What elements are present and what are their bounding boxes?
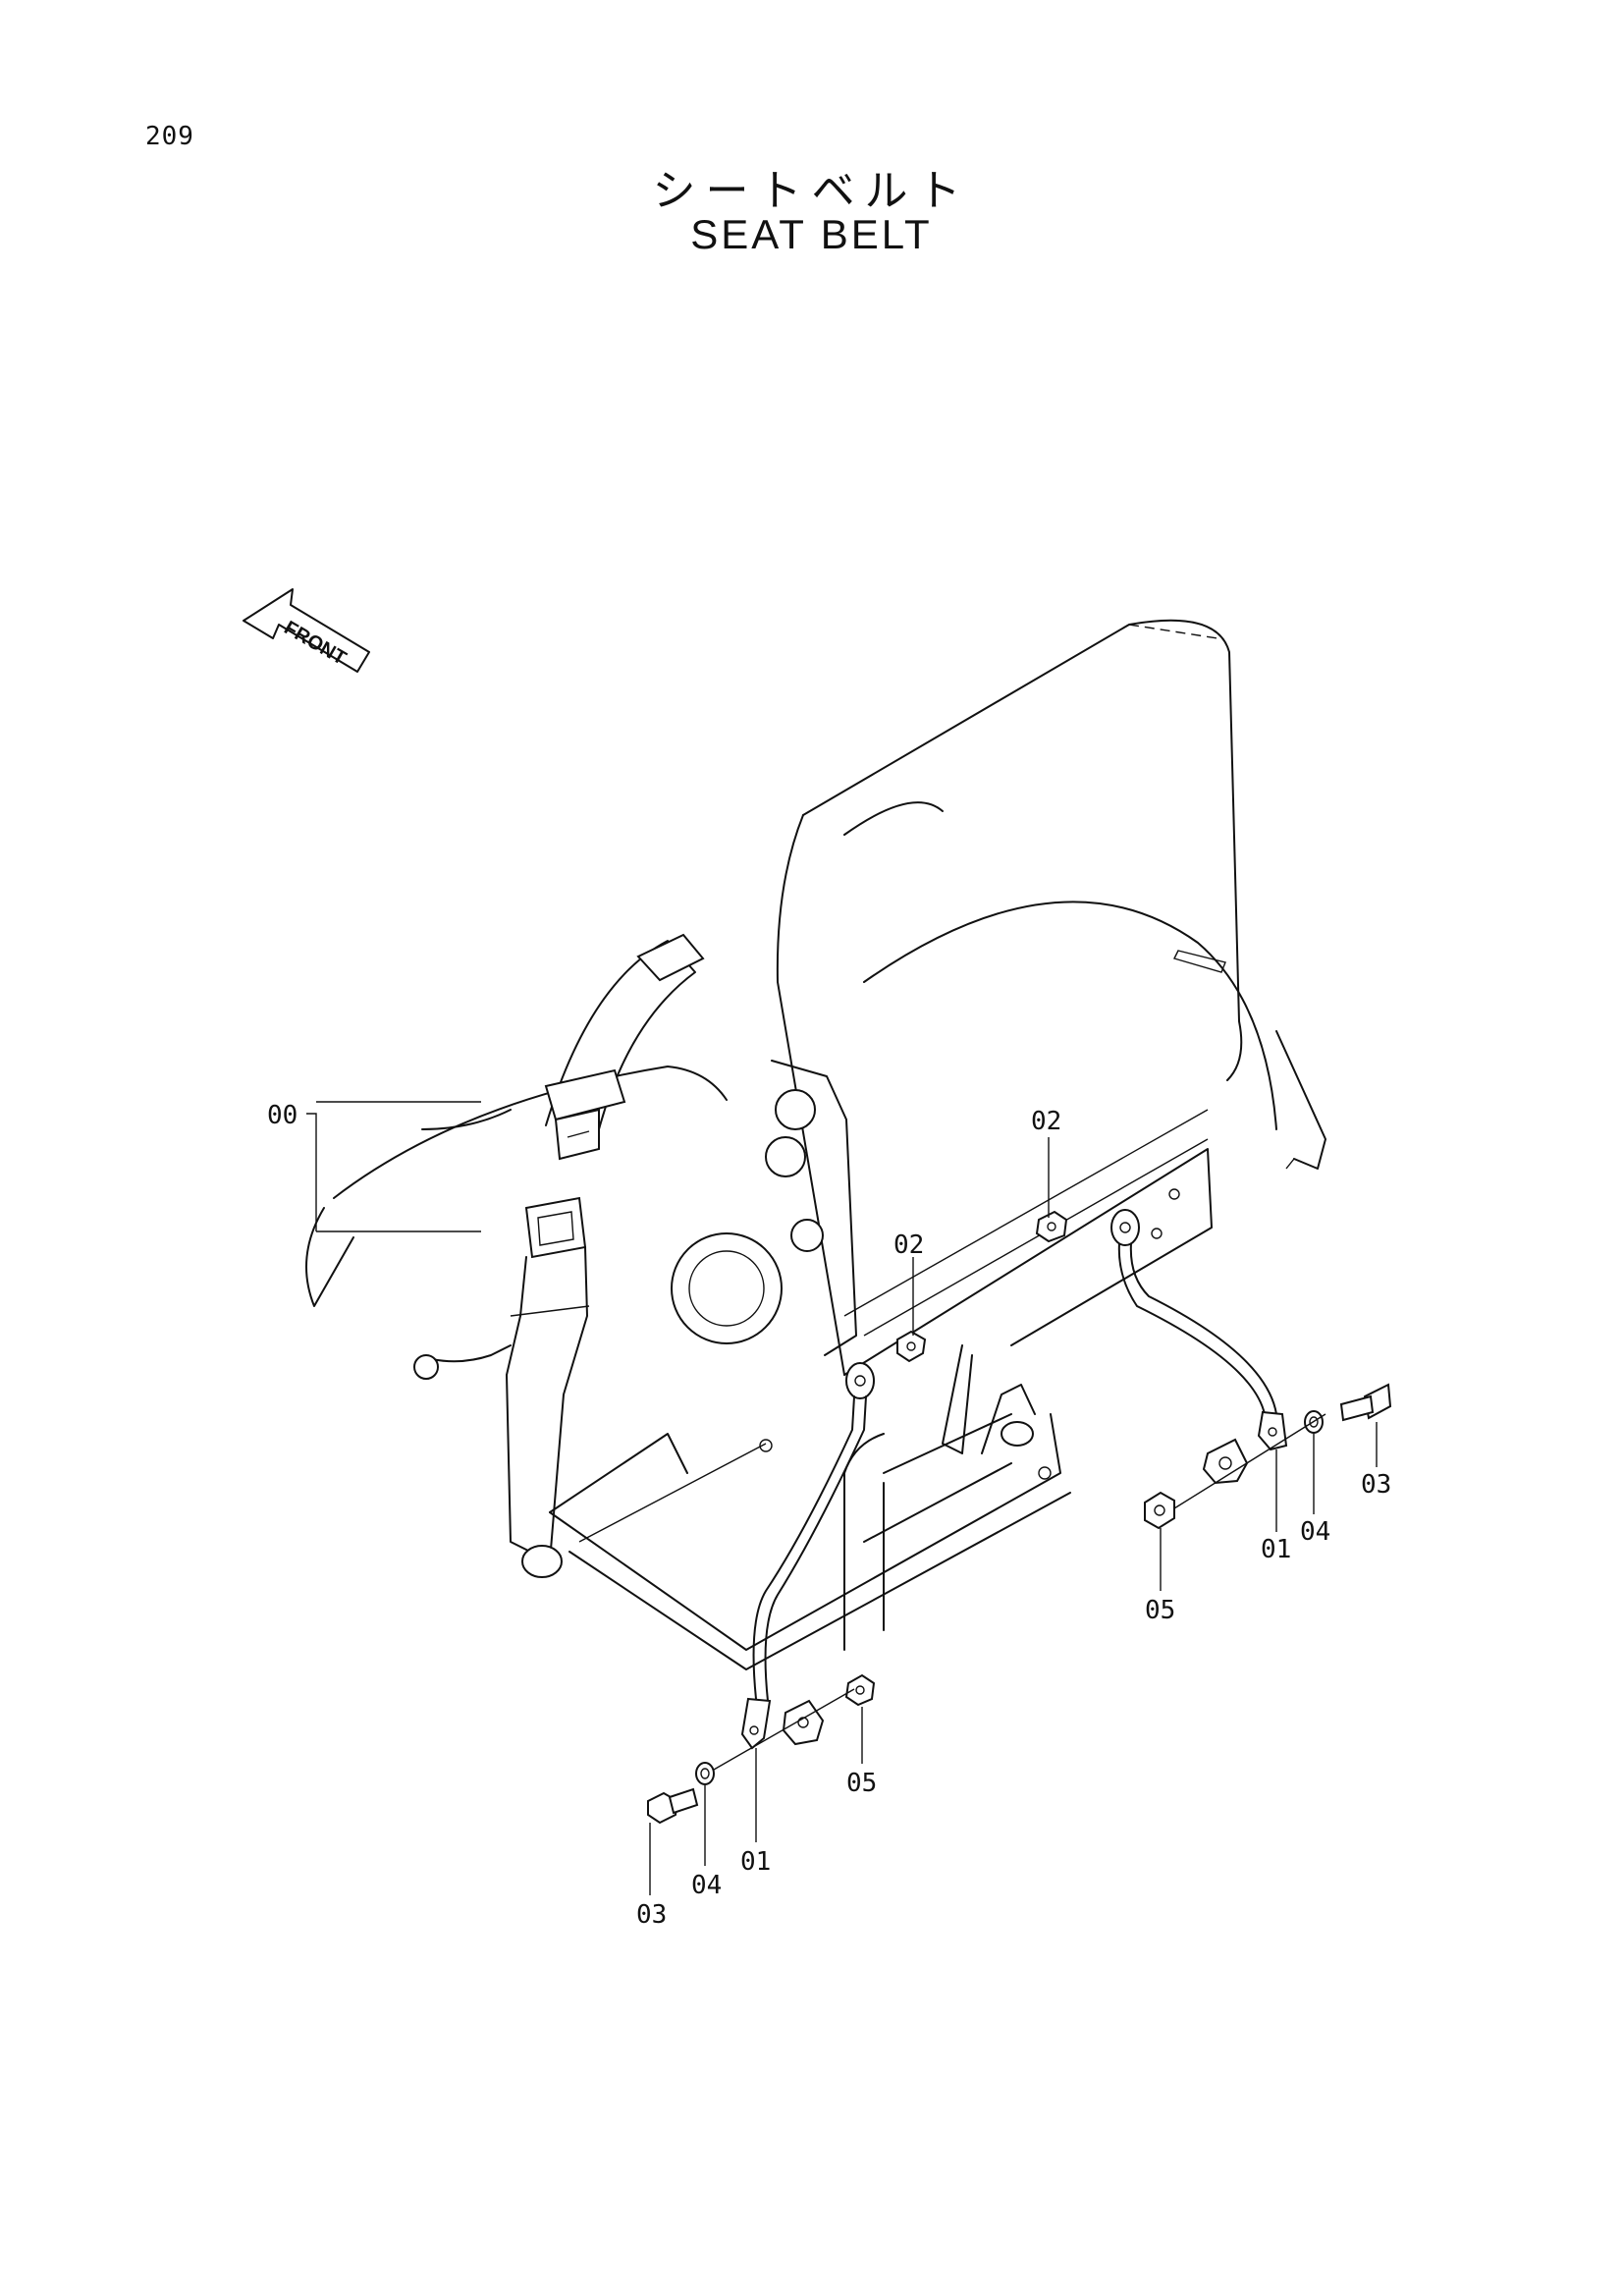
bolt-03-right	[1339, 1394, 1375, 1422]
callout-00: 00	[267, 1101, 298, 1130]
front-arrow-icon: FRONT	[243, 588, 370, 673]
nut-05-right	[1144, 1491, 1175, 1530]
seat-cushion	[305, 1066, 1213, 1452]
suspension-frame	[549, 1344, 1071, 1670]
clamp-01-right	[1202, 1438, 1249, 1485]
hardware-left	[647, 1673, 876, 1825]
callout-04-right: 04	[1300, 1517, 1330, 1547]
callout-03-right: 03	[1361, 1470, 1391, 1500]
callout-02-upper: 02	[1031, 1107, 1061, 1136]
ground-cable-right	[1110, 1209, 1288, 1451]
callout-01-right: 01	[1261, 1535, 1291, 1564]
title-japanese: シートベルト	[652, 166, 971, 216]
nut-02-upper	[1035, 1210, 1068, 1243]
seat-belt-upper-strap	[544, 933, 705, 1161]
hardware-right	[896, 1210, 1392, 1530]
callout-05-right: 05	[1145, 1596, 1175, 1625]
callout-05-left: 05	[846, 1769, 877, 1798]
callout-03-left: 03	[636, 1900, 667, 1930]
callout-02-lower: 02	[893, 1230, 924, 1260]
seat-belt-lower-strap	[413, 1196, 767, 1578]
callout-01-left: 01	[740, 1847, 771, 1877]
side-bracket	[671, 1060, 857, 1356]
callout-04-left: 04	[691, 1871, 722, 1900]
ground-cable-left	[740, 1362, 875, 1750]
nut-02-lower	[896, 1330, 927, 1363]
clamp-01-left	[782, 1699, 825, 1746]
nut-05-left	[844, 1673, 876, 1707]
washer-04-left	[695, 1762, 715, 1785]
seat-backrest	[776, 619, 1326, 1376]
title-english: SEAT BELT	[690, 211, 933, 257]
callout-leaders	[306, 1101, 1378, 1895]
front-label: FRONT	[281, 617, 351, 669]
page-number: 209	[145, 122, 194, 151]
